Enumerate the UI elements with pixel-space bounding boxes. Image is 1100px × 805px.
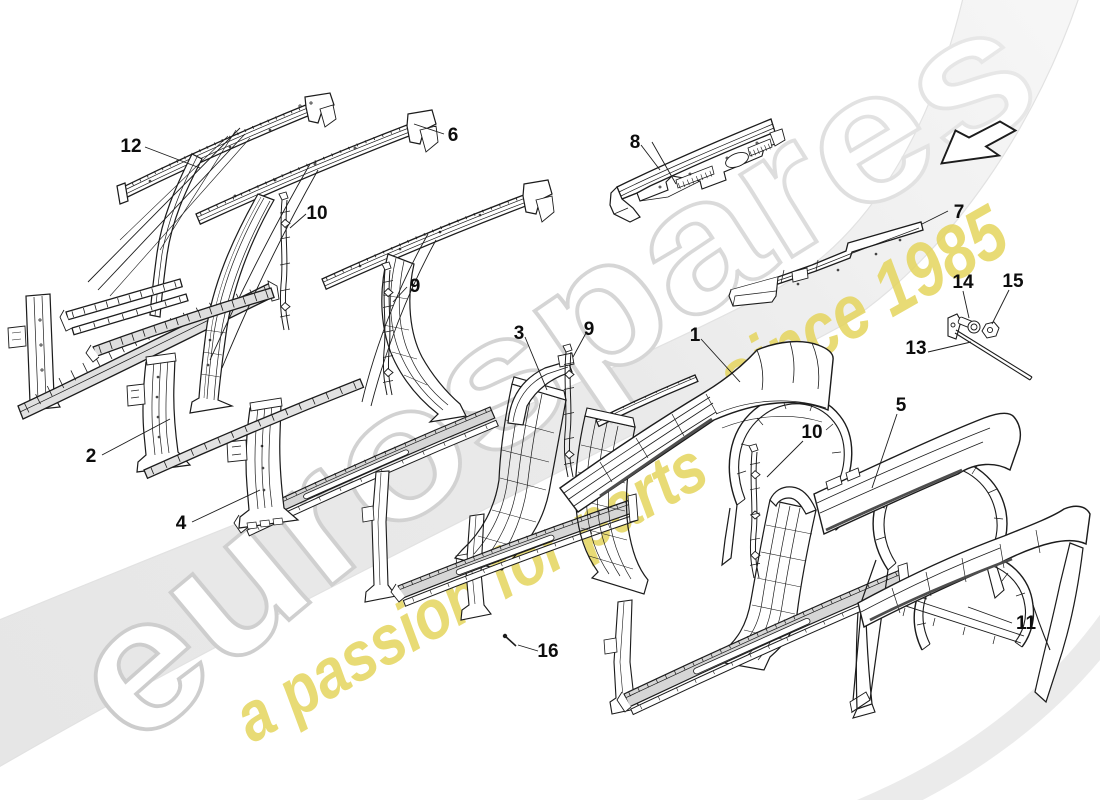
svg-text:9: 9: [410, 276, 421, 297]
svg-text:3: 3: [514, 323, 525, 344]
svg-text:12: 12: [120, 136, 141, 157]
svg-text:11: 11: [1016, 613, 1037, 634]
svg-text:7: 7: [954, 202, 965, 223]
svg-text:15: 15: [1002, 271, 1024, 292]
svg-text:8: 8: [630, 132, 641, 153]
svg-text:13: 13: [905, 338, 926, 359]
svg-text:10: 10: [306, 203, 327, 224]
svg-text:10: 10: [801, 422, 822, 443]
svg-text:4: 4: [176, 513, 187, 534]
svg-text:1: 1: [690, 325, 701, 346]
svg-text:14: 14: [952, 272, 974, 293]
svg-text:16: 16: [537, 641, 558, 662]
svg-text:9: 9: [584, 319, 595, 340]
svg-text:6: 6: [448, 125, 459, 146]
svg-text:2: 2: [86, 446, 97, 467]
svg-text:5: 5: [896, 395, 907, 416]
